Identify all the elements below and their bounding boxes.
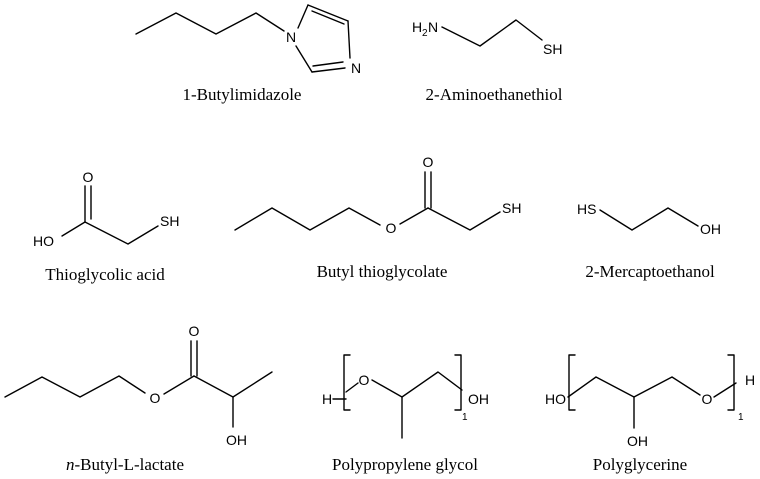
atom-carbonyl-o: O [189, 323, 200, 339]
caption-butyl-thioglycolate: Butyl thioglycolate [317, 262, 448, 281]
atom-ether-o: O [702, 391, 713, 407]
atom-ester-o: O [150, 390, 161, 406]
caption-butyl-lactate: n-Butyl-L-lactate [66, 455, 184, 474]
bracket-left [568, 354, 576, 411]
molecule-polypropylene-glycol: H O OH 1 Polypropylene glycol [322, 354, 489, 474]
atom-n2: N [351, 60, 361, 76]
bond-c-oh [61, 221, 86, 237]
molecule-thioglycolic-acid: O HO SH Thioglycolic acid [33, 169, 179, 284]
atom-n: N [428, 19, 438, 35]
atom-n1: N [286, 29, 296, 45]
bond-c2-c3 [307, 4, 349, 22]
repeat-count: 1 [462, 412, 468, 423]
bond-c-c-s [427, 207, 501, 231]
bond-c-c-s [84, 221, 159, 245]
atom-terminal-h: H [745, 372, 755, 388]
atom-h: H [412, 19, 422, 35]
bracket-right [454, 354, 462, 411]
caption-polypropylene-glycol: Polypropylene glycol [332, 455, 478, 474]
caption-mercaptoethanol: 2-Mercaptoethanol [585, 262, 715, 281]
carbon-chain [599, 207, 699, 231]
caption-aminoethanethiol: 2-Aminoethanethiol [426, 85, 563, 104]
caption-butylimidazole: 1-Butylimidazole [183, 85, 302, 104]
atom-terminal-ho: HO [545, 391, 566, 407]
caption-polyglycerine: Polyglycerine [593, 455, 687, 474]
subscript-2: 2 [422, 28, 428, 39]
glycerol-chain [567, 376, 701, 398]
molecule-polyglycerine: HO OH O H 1 Polyglycerine [545, 354, 755, 474]
bond-o-c [399, 207, 429, 225]
bracket-right [727, 354, 735, 411]
bond-c2-c3-double [311, 10, 345, 25]
atom-sh: SH [543, 41, 562, 57]
butyl-chain [135, 12, 285, 35]
bond-to-o [345, 382, 359, 393]
molecule-aminoethanethiol: H 2 N SH 2-Aminoethanethiol [412, 19, 563, 104]
molecule-butyl-thioglycolate: O O SH Butyl thioglycolate [234, 154, 521, 281]
bond-c3-n2 [347, 20, 351, 59]
atom-side-oh: OH [627, 433, 648, 449]
atom-oh: OH [700, 221, 721, 237]
atom-ho: HO [33, 233, 54, 249]
atom-carbonyl-o: O [423, 154, 434, 170]
bond-c-ch-ch3 [193, 371, 273, 398]
butyl-chain [234, 207, 381, 231]
bond-o-h [713, 382, 737, 398]
atom-terminal-oh: OH [468, 391, 489, 407]
caption-prefix: n [66, 455, 75, 474]
atom-ether-o: O [359, 372, 370, 388]
carbon-chain [441, 19, 543, 47]
propylene-chain [371, 371, 463, 398]
molecule-butylimidazole: N N 1-Butylimidazole [135, 4, 361, 104]
bond-n2-c5 [311, 67, 346, 73]
atom-hs: HS [577, 201, 596, 217]
bracket-left [343, 354, 351, 411]
caption-thioglycolic-acid: Thioglycolic acid [45, 265, 165, 284]
bond-n1-c2 [297, 4, 309, 29]
caption-name: -Butyl-L-lactate [74, 455, 184, 474]
repeat-count: 1 [738, 412, 744, 423]
atom-terminal-h: H [322, 391, 332, 407]
atom-carbonyl-o: O [83, 169, 94, 185]
atom-sh: SH [502, 200, 521, 216]
molecule-butyl-lactate: O O OH n-Butyl-L-lactate [4, 323, 273, 474]
bond-o-c [163, 375, 195, 395]
bond-n2-c5-double [312, 61, 344, 67]
atom-ester-o: O [386, 220, 397, 236]
butyl-chain [4, 375, 146, 398]
atom-sh: SH [160, 213, 179, 229]
bond-c5-n1 [295, 45, 313, 73]
molecule-mercaptoethanol: HS OH 2-Mercaptoethanol [577, 201, 721, 281]
atom-oh: OH [226, 432, 247, 448]
